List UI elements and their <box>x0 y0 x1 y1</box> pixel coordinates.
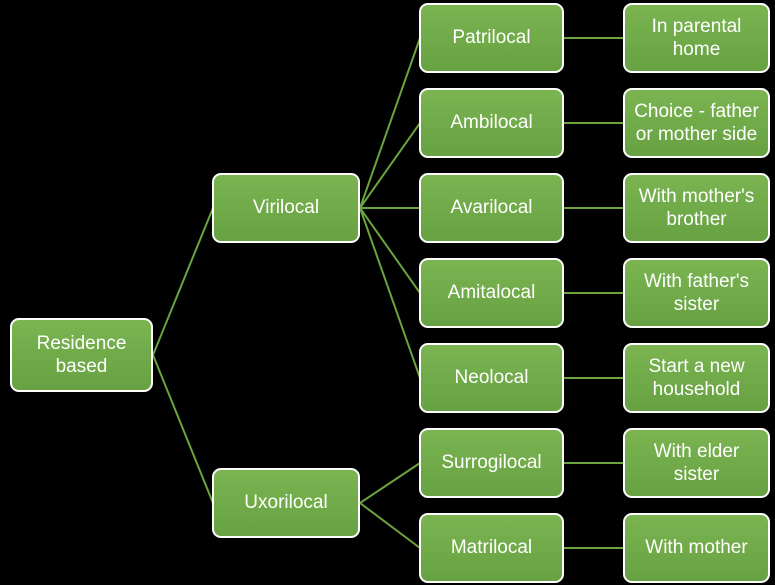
node-label: Surrogilocal <box>441 452 542 474</box>
node-label: With elder sister <box>653 440 740 485</box>
node-neolocal: Neolocal <box>419 343 564 413</box>
node-amitalocal: Amitalocal <box>419 258 564 328</box>
desc-avarilocal: With mother's brother <box>623 173 770 243</box>
node-label: Amitalocal <box>447 282 536 304</box>
node-uxorilocal: Uxorilocal <box>212 468 360 538</box>
desc-ambilocal: Choice - father or mother side <box>623 88 770 158</box>
node-label: Matrilocal <box>450 537 533 559</box>
node-matrilocal: Matrilocal <box>419 513 564 583</box>
node-label: Uxorilocal <box>244 492 328 514</box>
node-patrilocal: Patrilocal <box>419 3 564 73</box>
desc-patrilocal: In parental home <box>623 3 770 73</box>
node-label: Neolocal <box>454 367 529 389</box>
node-label: Residence based <box>36 332 127 377</box>
node-ambilocal: Ambilocal <box>419 88 564 158</box>
node-avarilocal: Avarilocal <box>419 173 564 243</box>
node-virilocal: Virilocal <box>212 173 360 243</box>
node-label: Start a new household <box>648 355 745 400</box>
desc-surrogilocal: With elder sister <box>623 428 770 498</box>
node-surrogilocal: Surrogilocal <box>419 428 564 498</box>
node-label: With father's sister <box>644 270 749 315</box>
desc-matrilocal: With mother <box>623 513 770 583</box>
desc-neolocal: Start a new household <box>623 343 770 413</box>
node-label: With mother's brother <box>638 185 755 230</box>
node-label: With mother <box>645 537 748 559</box>
node-label: Ambilocal <box>450 112 533 134</box>
node-label: In parental home <box>651 15 742 60</box>
node-label: Virilocal <box>252 197 320 219</box>
node-residence-based: Residence based <box>10 318 153 392</box>
node-label: Choice - father or mother side <box>634 100 759 145</box>
desc-amitalocal: With father's sister <box>623 258 770 328</box>
node-label: Avarilocal <box>450 197 533 219</box>
node-label: Patrilocal <box>452 27 531 49</box>
